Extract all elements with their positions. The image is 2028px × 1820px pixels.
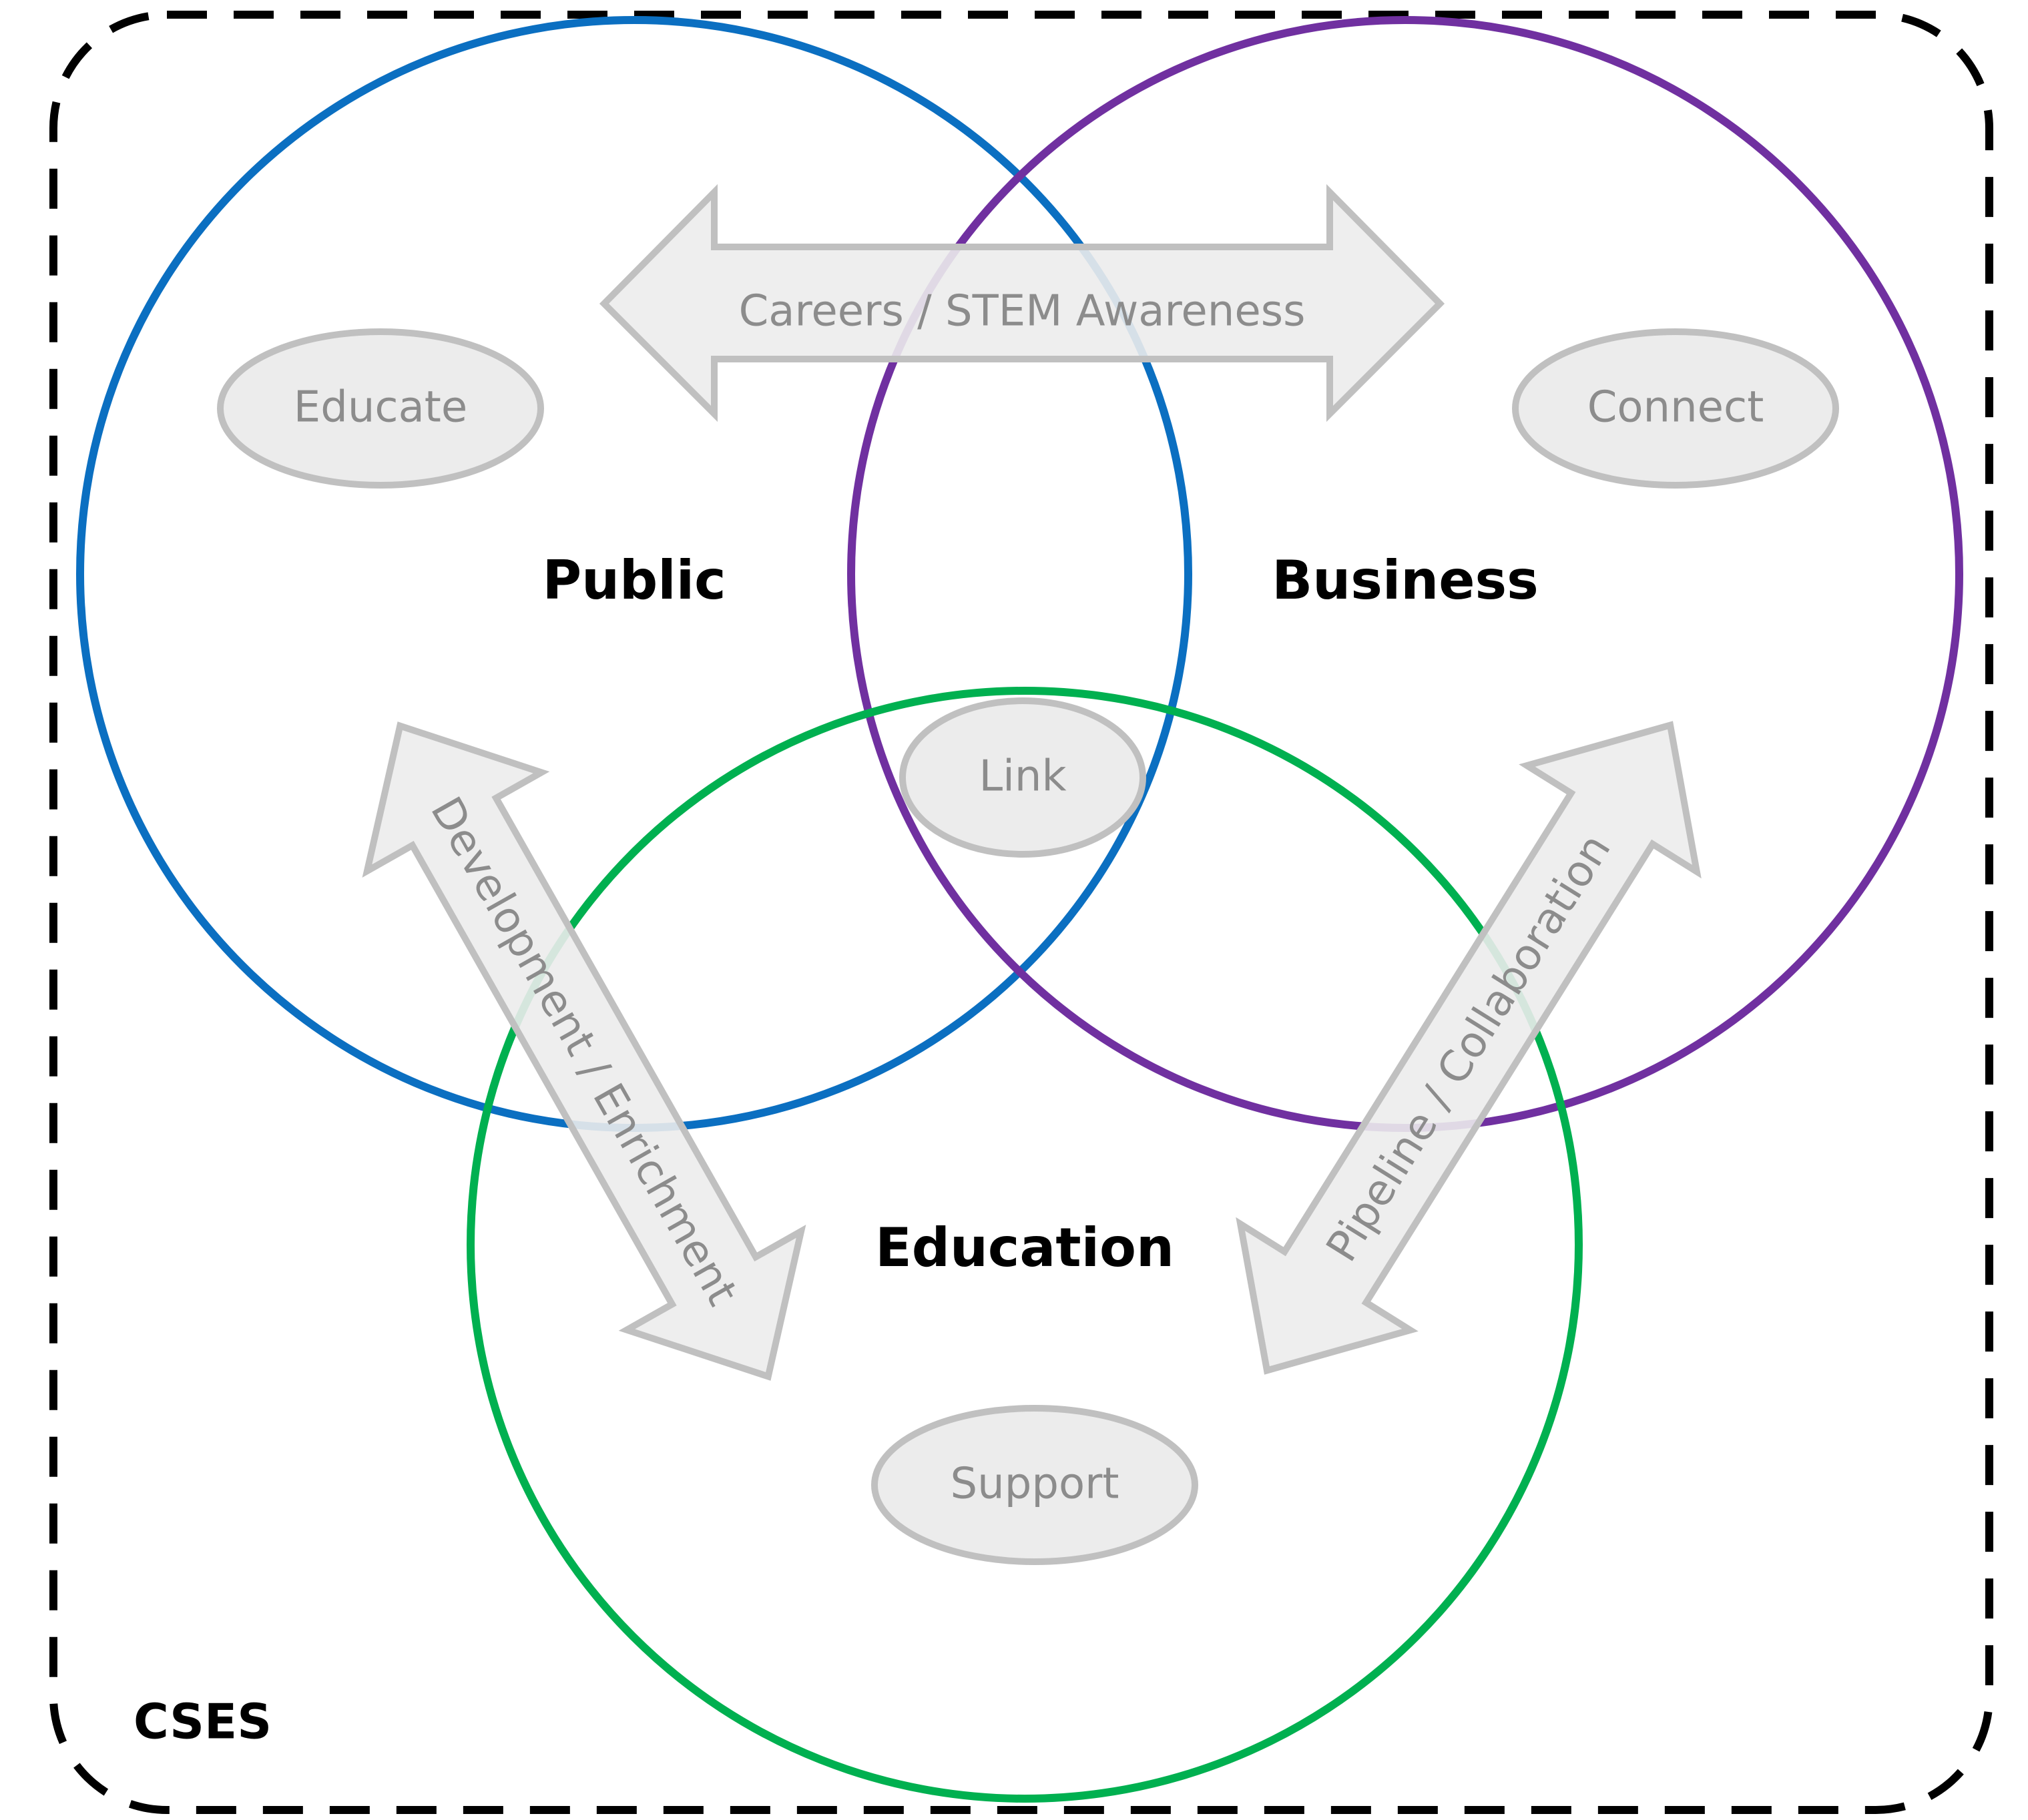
educate-oval (217, 328, 544, 489)
link-label: Link (979, 752, 1066, 802)
support-oval (871, 1405, 1198, 1565)
public-label: Public (542, 549, 726, 611)
connect-oval (1512, 328, 1839, 489)
cses-frame (49, 11, 1993, 1814)
careers-arrow (599, 184, 1445, 422)
link-oval (899, 697, 1146, 858)
business-label: Business (1272, 549, 1538, 611)
educate-label: Educate (294, 383, 468, 432)
careers-arrow-label: Careers / STEM Awareness (739, 287, 1306, 336)
frame-label: CSES (134, 1694, 272, 1750)
pipeline-arrow (1236, 721, 1702, 1375)
development-arrow (362, 721, 806, 1381)
support-label: Support (951, 1460, 1119, 1509)
connect-label: Connect (1587, 383, 1764, 432)
education-circle (467, 687, 1583, 1803)
education-label: Education (875, 1217, 1174, 1279)
